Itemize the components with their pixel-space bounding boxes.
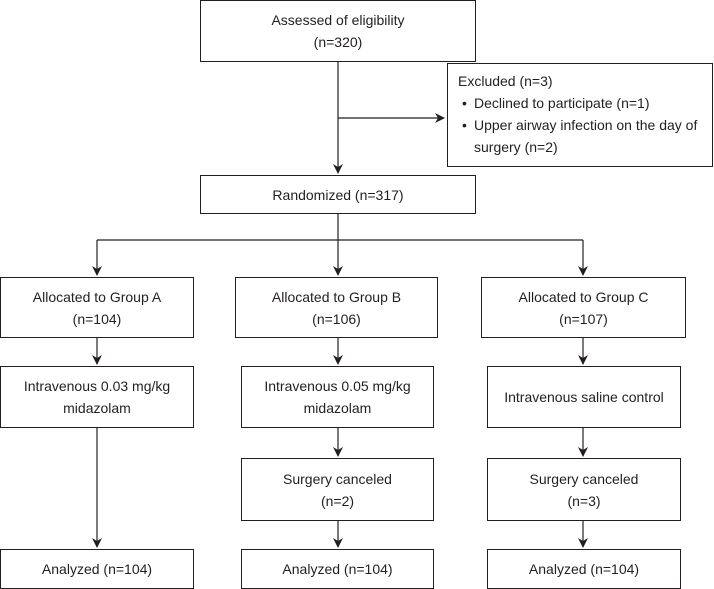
analyzed-box-b: Analyzed (n=104) [241,549,434,589]
analyzed-box-c: Analyzed (n=104) [487,549,681,589]
excluded-title: Excluded (n=3) [458,73,553,89]
intervention-box-c: Intravenous saline control [487,366,681,428]
excluded-reason: Declined to participate (n=1) [458,92,702,114]
cancel-label: Surgery canceled [529,470,639,487]
alloc-count: (n=107) [559,310,608,327]
intervention-box-a: Intravenous 0.03 mg/kg midazolam [0,366,194,428]
alloc-box-c: Allocated to Group C (n=107) [481,277,686,338]
analyzed-box-a: Analyzed (n=104) [0,549,194,589]
excluded-box: Excluded (n=3) Declined to participate (… [447,63,713,167]
analyzed-label: Analyzed (n=104) [41,561,153,577]
excluded-reasons: Declined to participate (n=1) Upper airw… [458,92,702,158]
analyzed-label: Analyzed (n=104) [528,561,640,577]
intervention-label: midazolam [303,400,372,416]
intervention-label: midazolam [63,400,131,416]
intervention-box-b: Intravenous 0.05 mg/kg midazolam [241,366,434,428]
analyzed-label: Analyzed (n=104) [282,561,393,577]
intervention-label: Intravenous 0.03 mg/kg [23,378,171,394]
intervention-label: Intravenous saline control [504,389,664,405]
assessed-count: (n=320) [313,34,363,50]
alloc-count: (n=106) [312,310,361,327]
randomized-label: Randomized (n=317) [272,186,404,203]
alloc-box-a: Allocated to Group A (n=104) [0,277,194,338]
cancel-box-c: Surgery canceled (n=3) [487,458,681,521]
cancel-count: (n=3) [567,492,601,509]
excluded-reason: Upper airway infection on the day of sur… [458,114,702,158]
alloc-label: Allocated to Group A [32,288,162,305]
intervention-label: Intravenous 0.05 mg/kg [264,378,411,394]
assessed-label: Assessed of eligibility [271,12,405,28]
randomized-box: Randomized (n=317) [200,175,476,214]
cancel-label: Surgery canceled [283,470,392,487]
alloc-count: (n=104) [72,310,122,327]
alloc-label: Allocated to Group C [518,288,649,305]
cancel-count: (n=2) [320,492,355,509]
cancel-box-b: Surgery canceled (n=2) [241,458,434,521]
alloc-box-b: Allocated to Group B (n=106) [235,277,438,338]
assessed-box: Assessed of eligibility (n=320) [200,0,476,62]
alloc-label: Allocated to Group B [271,288,402,305]
